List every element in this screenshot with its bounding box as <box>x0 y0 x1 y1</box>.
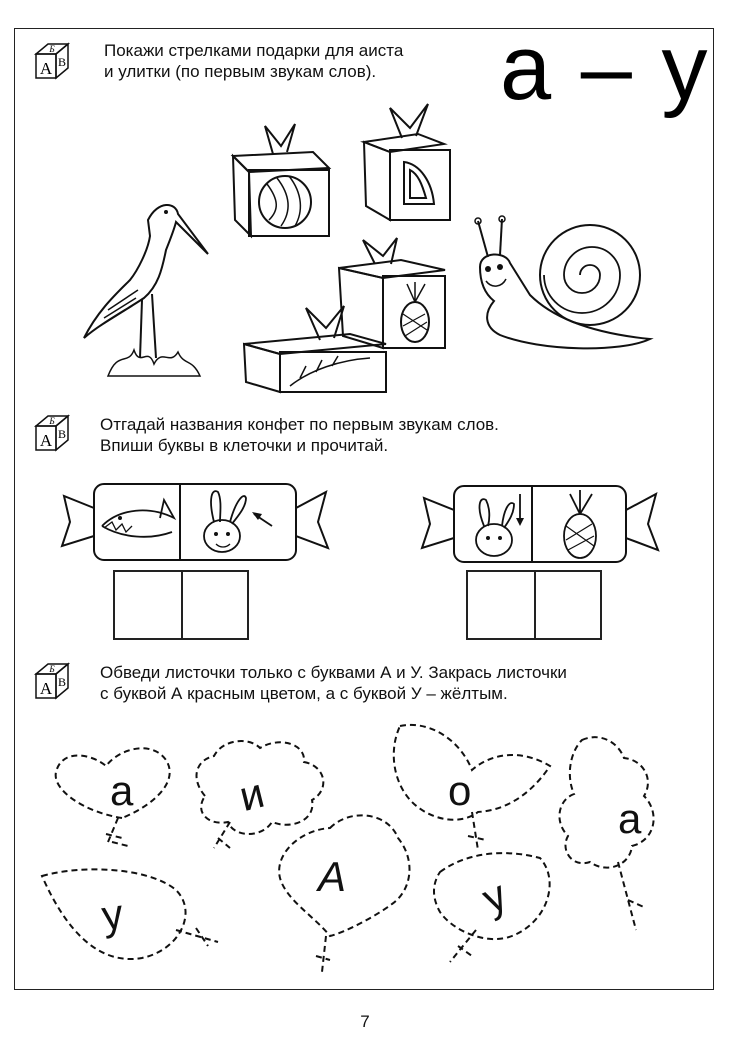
leaf-stem <box>467 811 487 851</box>
task-2-instruction: Отгадай названия конфет по первым звукам… <box>100 415 499 455</box>
abc-cube-icon: Б А В <box>33 662 71 700</box>
snail-illustration <box>474 215 654 350</box>
page-title: а – у <box>500 17 710 119</box>
leaf-3[interactable] <box>392 723 552 821</box>
leaf-letter: о <box>448 767 472 814</box>
answer-box-1[interactable] <box>113 570 249 640</box>
task-1-instruction: Покажи стрелками подарки для аиста и ули… <box>104 41 404 81</box>
cube-front-letter: А <box>40 59 53 78</box>
leaf-stem <box>315 935 331 973</box>
leaf-2[interactable] <box>195 740 325 835</box>
abc-cube-icon: Б А В <box>33 414 71 452</box>
leaf-stem <box>105 817 129 847</box>
stork-illustration <box>83 204 209 377</box>
page-number: 7 <box>360 1012 370 1031</box>
leaf-letter: а <box>618 795 642 842</box>
cube-side-letter: В <box>58 675 66 689</box>
abc-cube-icon: Б А В <box>33 42 71 80</box>
leaf-stem <box>617 861 647 931</box>
cube-top-letter: Б <box>48 416 55 426</box>
cube-side-letter: В <box>58 55 66 69</box>
cube-top-letter: Б <box>48 664 55 674</box>
task-3-instruction: Обведи листочки только с буквами А и У. … <box>100 663 567 703</box>
leaf-7[interactable] <box>433 852 551 941</box>
cube-top-letter: Б <box>48 44 55 54</box>
page-frame <box>14 28 714 990</box>
leaf-stem <box>213 821 231 849</box>
leaf-1[interactable] <box>54 747 171 820</box>
leaf-5[interactable] <box>40 868 187 961</box>
candy-2-illustration <box>420 485 660 563</box>
cube-side-letter: В <box>58 427 66 441</box>
cube-front-letter: А <box>40 431 53 450</box>
leaf-letter: А <box>318 853 347 900</box>
gift-d-letter-illustration <box>360 103 451 222</box>
leaf-6[interactable] <box>278 814 411 938</box>
leaf-letter: а <box>110 767 134 814</box>
answer-cell[interactable] <box>534 572 602 638</box>
leaf-stem <box>175 927 219 947</box>
candy-1-illustration <box>60 483 330 561</box>
answer-box-2[interactable] <box>466 570 602 640</box>
leaf-stem <box>449 929 477 963</box>
cube-front-letter: А <box>40 679 53 698</box>
answer-cell[interactable] <box>181 572 249 638</box>
gift-watermelon-illustration <box>230 123 332 239</box>
gift-feather-illustration <box>242 305 387 394</box>
